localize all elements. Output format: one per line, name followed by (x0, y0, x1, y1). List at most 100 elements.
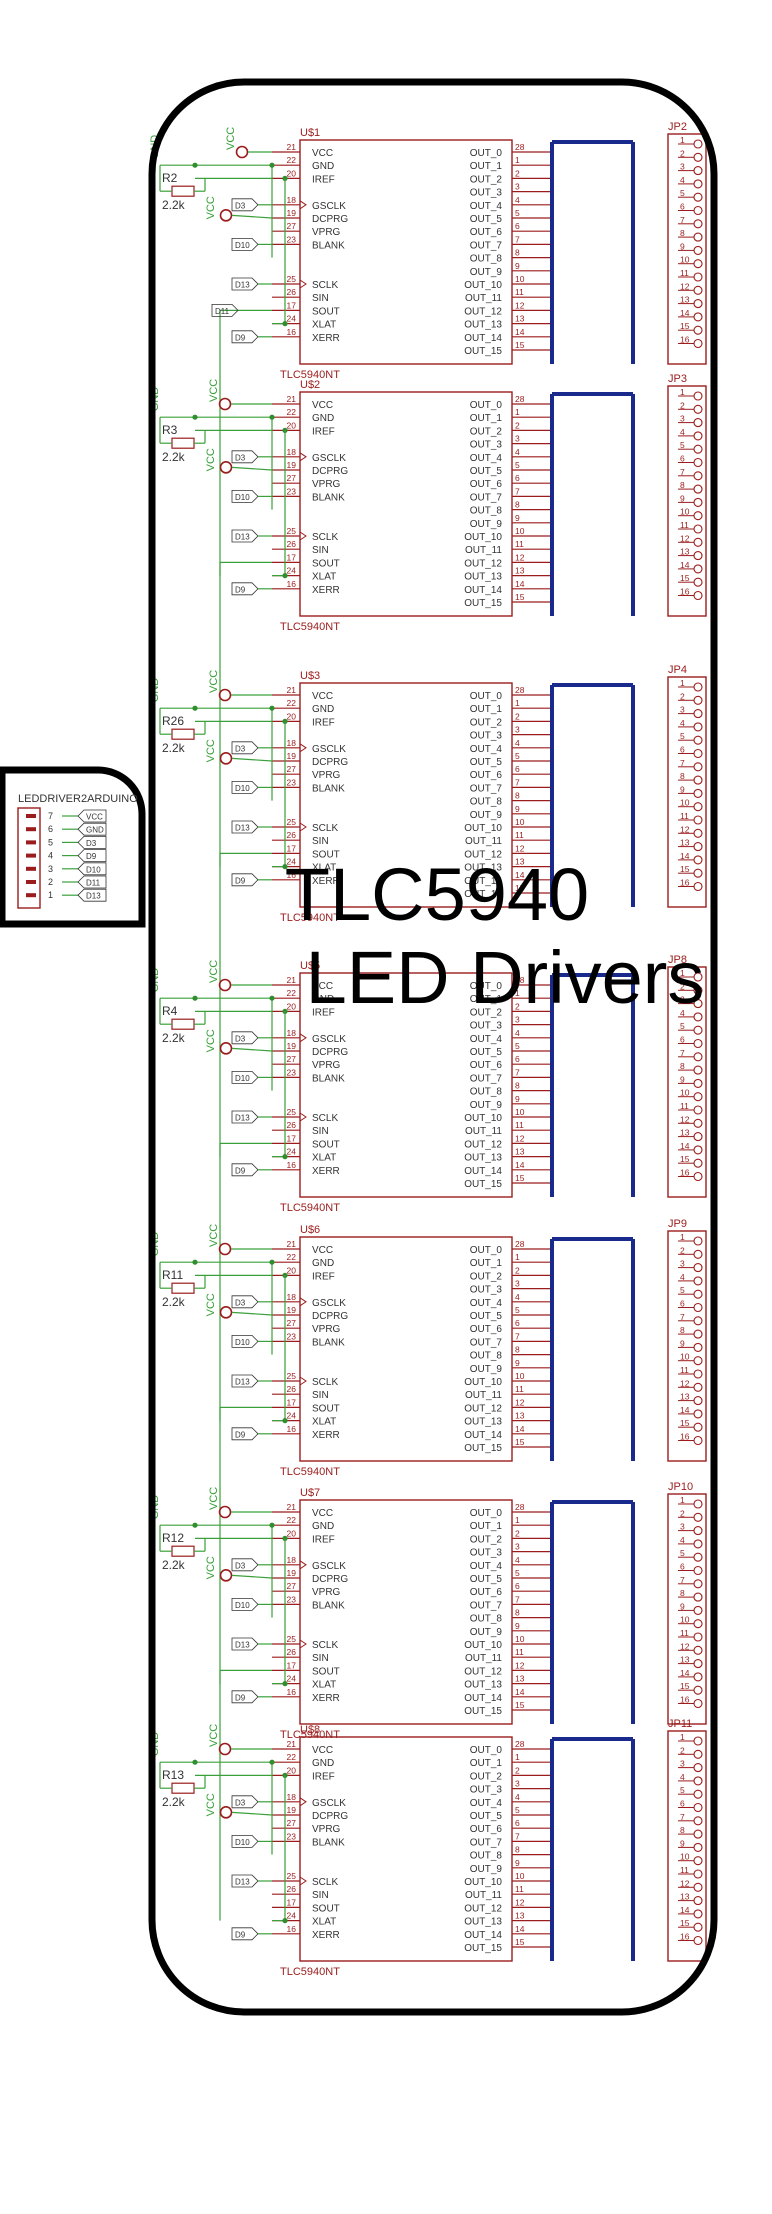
pin-number: 23 (287, 1067, 297, 1077)
pin-number: 25 (287, 274, 297, 284)
pin-number: 15 (515, 592, 525, 602)
pin-number: 16 (287, 1424, 297, 1434)
pin-number: 8 (515, 1345, 520, 1355)
pin-number: 27 (287, 1054, 297, 1064)
pin-number: 28 (515, 975, 525, 985)
clock-marker (299, 1560, 307, 1570)
pin-number: 10 (515, 1871, 525, 1881)
pin-number: 16 (287, 327, 297, 337)
net-label-d11: D11 (215, 307, 230, 316)
junction-dot (269, 1522, 275, 1528)
pin-name: OUT_6 (470, 770, 503, 781)
header-pin (693, 1145, 703, 1155)
header-pin-number: 4 (680, 1272, 685, 1282)
title-block: TLC5940 LED Drivers (285, 853, 705, 1019)
pin-name: OUT_4 (470, 453, 503, 464)
header-pin (693, 842, 703, 852)
pin-number: 11 (515, 1647, 524, 1657)
pin-name: OUT_9 (470, 519, 503, 530)
vcc-symbol (218, 397, 232, 411)
pin-number: 11 (515, 830, 524, 840)
vcc-symbol (218, 688, 232, 702)
pin-number: 16 (287, 579, 297, 589)
net-label-d3-flag (231, 741, 259, 755)
pin-name: OUT_3 (470, 731, 503, 742)
pin-number: 27 (287, 221, 297, 231)
header-pin-number: 12 (680, 281, 690, 291)
net-label-d10: D10 (235, 1601, 250, 1610)
resistor-body (171, 1282, 195, 1294)
pin-name: OUT_3 (470, 1548, 503, 1559)
pin-name: VPRG (312, 1587, 341, 1598)
pin-number: 3 (515, 182, 520, 192)
connector-net-label: D10 (86, 865, 101, 874)
pin-name: GSCLK (312, 1298, 346, 1309)
pin-number: 16 (287, 1924, 297, 1934)
connector-frame (0, 766, 146, 928)
header-pin (693, 205, 703, 216)
header-pin-number: 9 (680, 1601, 685, 1611)
pin-number: 26 (287, 1647, 297, 1657)
pin-name: OUT_3 (470, 440, 503, 451)
pin-number: 14 (515, 1924, 525, 1934)
pin-number: 20 (287, 1001, 297, 1011)
header-pin (693, 192, 703, 202)
header-pin (693, 457, 703, 468)
pin-name: VPRG (312, 227, 341, 238)
pin-name: IREF (312, 174, 335, 185)
header-pin (693, 524, 703, 534)
pin-number: 25 (287, 1634, 297, 1644)
header-pin (693, 471, 703, 481)
pin-number: 24 (287, 1911, 297, 1921)
net-label-d3-flag (231, 1295, 259, 1309)
net-label-d9-flag (231, 1163, 259, 1177)
chip-body (299, 1236, 513, 1462)
vcc-symbol (219, 209, 233, 222)
header-pin (693, 1289, 703, 1299)
pin-name: GND (312, 704, 334, 715)
clock-marker (299, 1797, 307, 1807)
net-label-d10-flag (231, 1071, 259, 1084)
pin-number: 5 (515, 208, 520, 218)
pin-number: 7 (515, 1831, 520, 1841)
pin-number: 12 (515, 1897, 525, 1907)
pin-name: OUT_4 (470, 1034, 503, 1045)
header-body (667, 1730, 707, 1962)
pin-number: 15 (515, 1173, 525, 1183)
header-pin (693, 551, 703, 561)
pin-number: 22 (287, 1252, 297, 1262)
net-label-d10-flag (231, 238, 259, 251)
pin-number: 14 (515, 1424, 525, 1434)
pin-number: 5 (515, 1041, 520, 1051)
pin-name: OUT_13 (464, 1680, 502, 1691)
pin-number: 24 (287, 314, 297, 324)
pin-name: OUT_2 (470, 174, 503, 185)
vcc-label: VCC (208, 1224, 220, 1247)
pin-number: 5 (515, 751, 520, 761)
header-pin-number: 2 (680, 1745, 685, 1755)
junction-dot (192, 1759, 198, 1765)
header-pin (693, 1802, 703, 1813)
pin-number: 23 (287, 234, 297, 244)
pin-name: OUT_4 (470, 1561, 503, 1572)
net-label-d13-flag (231, 277, 259, 291)
pin-number: 15 (515, 1437, 525, 1447)
header-pin-number: 4 (680, 1535, 685, 1545)
header-pin-number: 3 (680, 1759, 685, 1769)
header-pin-number: 1 (680, 678, 685, 688)
pin-number: 26 (287, 830, 297, 840)
header-pin-number: 13 (680, 1128, 690, 1138)
resistor-body (171, 185, 195, 197)
pin-number: 9 (515, 1858, 520, 1868)
pin-name: VPRG (312, 1324, 341, 1335)
pin-name: OUT_1 (470, 413, 503, 424)
header-body (667, 1493, 707, 1725)
pin-name: OUT_14 (464, 876, 502, 887)
pin-name: XLAT (312, 1680, 336, 1691)
pin-number: 4 (515, 1555, 520, 1565)
header-pin (693, 1526, 703, 1536)
pin-name: OUT_5 (470, 466, 503, 477)
pin-name: SCLK (312, 532, 338, 543)
header-body (667, 966, 707, 1198)
pin-number: 10 (515, 817, 525, 827)
